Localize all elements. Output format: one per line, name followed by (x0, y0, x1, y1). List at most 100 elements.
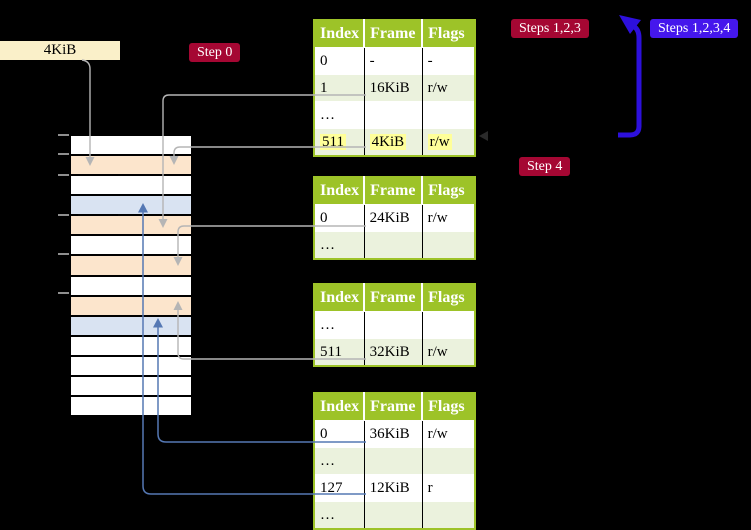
table-cell: … (314, 501, 365, 529)
table-cell: r/w (421, 338, 476, 366)
memory-frame-row-white (71, 376, 191, 396)
steps-1234-return-arrow (618, 23, 642, 138)
table-cell: r/w (421, 128, 476, 156)
address-tick (58, 153, 69, 155)
table-cell: 4KiB (363, 128, 423, 156)
column-header-index: Index (314, 177, 365, 205)
frame-size-box: 4KiB (0, 41, 120, 60)
table-row: … (314, 501, 476, 529)
frame-size-label: 4KiB (43, 42, 77, 58)
column-header-flags: Flags (421, 20, 476, 48)
steps-1234-badge: Steps 1,2,3,4 (650, 19, 739, 38)
steps-1234-label: Steps 1,2,3,4 (658, 21, 731, 36)
table-row: … (314, 231, 476, 259)
table-cell: … (314, 231, 365, 259)
address-tick (58, 134, 69, 136)
table-cell (363, 447, 423, 475)
address-tick (58, 292, 69, 294)
step4-label: Step 4 (527, 159, 563, 174)
memory-frame-row-peach (71, 296, 191, 315)
steps-123-label: Steps 1,2,3 (519, 21, 581, 36)
physical-memory-stack (71, 136, 191, 416)
highlighted-value: 511 (320, 133, 346, 150)
memory-frame-row-white (71, 356, 191, 375)
table-cell (363, 231, 423, 259)
memory-frame-row-peach (71, 156, 191, 175)
column-header-index: Index (314, 20, 365, 48)
table-row: … (314, 447, 476, 475)
arrowhead-left-icon (479, 131, 488, 141)
table-cell (363, 501, 423, 529)
table-cell: - (421, 47, 476, 75)
table-cell: … (314, 101, 365, 129)
memory-frame-row-peach (71, 216, 191, 235)
table-cell: 511 (314, 338, 365, 366)
address-tick (58, 174, 69, 176)
table-cell: 0 (314, 47, 365, 75)
table-cell: 12KiB (363, 474, 423, 502)
table-cell: r/w (421, 420, 476, 448)
arrowhead-upleft-icon (619, 15, 641, 34)
table-cell (363, 101, 423, 129)
table-cell: 24KiB (363, 204, 423, 232)
table-cell (421, 447, 476, 475)
table-cell (363, 311, 423, 339)
column-header-flags: Flags (421, 177, 476, 205)
table-row: … (314, 311, 476, 339)
column-header-flags: Flags (421, 284, 476, 312)
address-tick (58, 253, 69, 255)
table-cell: r (421, 474, 476, 502)
table-cell: 32KiB (363, 338, 423, 366)
table-cell: 127 (314, 474, 365, 502)
column-header-frame: Frame (363, 284, 423, 312)
table-cell: 36KiB (363, 420, 423, 448)
column-header-index: Index (314, 284, 365, 312)
table-cell: r/w (421, 74, 476, 102)
memory-frame-row-blue (71, 316, 191, 335)
memory-frame-row-white (71, 136, 191, 155)
memory-frame-row-white (71, 176, 191, 195)
highlighted-value: r/w (427, 133, 452, 150)
memory-frame-row-white (71, 397, 191, 416)
column-header-frame: Frame (363, 393, 423, 421)
table-row: 511 4KiB r/w (314, 128, 476, 156)
table-cell: … (314, 447, 365, 475)
table-cell (421, 231, 476, 259)
table-cell: 16KiB (363, 74, 423, 102)
column-header-frame: Frame (363, 20, 423, 48)
step0-label: Step 0 (197, 45, 233, 60)
table-cell: 0 (314, 204, 365, 232)
address-tick (58, 214, 69, 216)
table-row: 0-- (314, 47, 476, 75)
table-cell: 511 (314, 128, 365, 156)
table-cell (421, 101, 476, 129)
step0-badge: Step 0 (189, 43, 241, 62)
table-cell: 1 (314, 74, 365, 102)
table-row: … (314, 101, 476, 129)
highlighted-value: 4KiB (369, 133, 407, 150)
memory-frame-row-blue (71, 196, 191, 215)
column-header-index: Index (314, 393, 365, 421)
table-cell (421, 311, 476, 339)
table-cell: … (314, 311, 365, 339)
memory-frame-row-white (71, 336, 191, 355)
step4-badge: Step 4 (519, 157, 571, 176)
table-cell: r/w (421, 204, 476, 232)
memory-frame-row-peach (71, 256, 191, 275)
memory-frame-row-white (71, 236, 191, 255)
column-header-flags: Flags (421, 393, 476, 421)
table-cell: 0 (314, 420, 365, 448)
memory-frame-row-white (71, 276, 191, 295)
steps-123-badge: Steps 1,2,3 (511, 19, 589, 38)
column-header-frame: Frame (363, 177, 423, 205)
